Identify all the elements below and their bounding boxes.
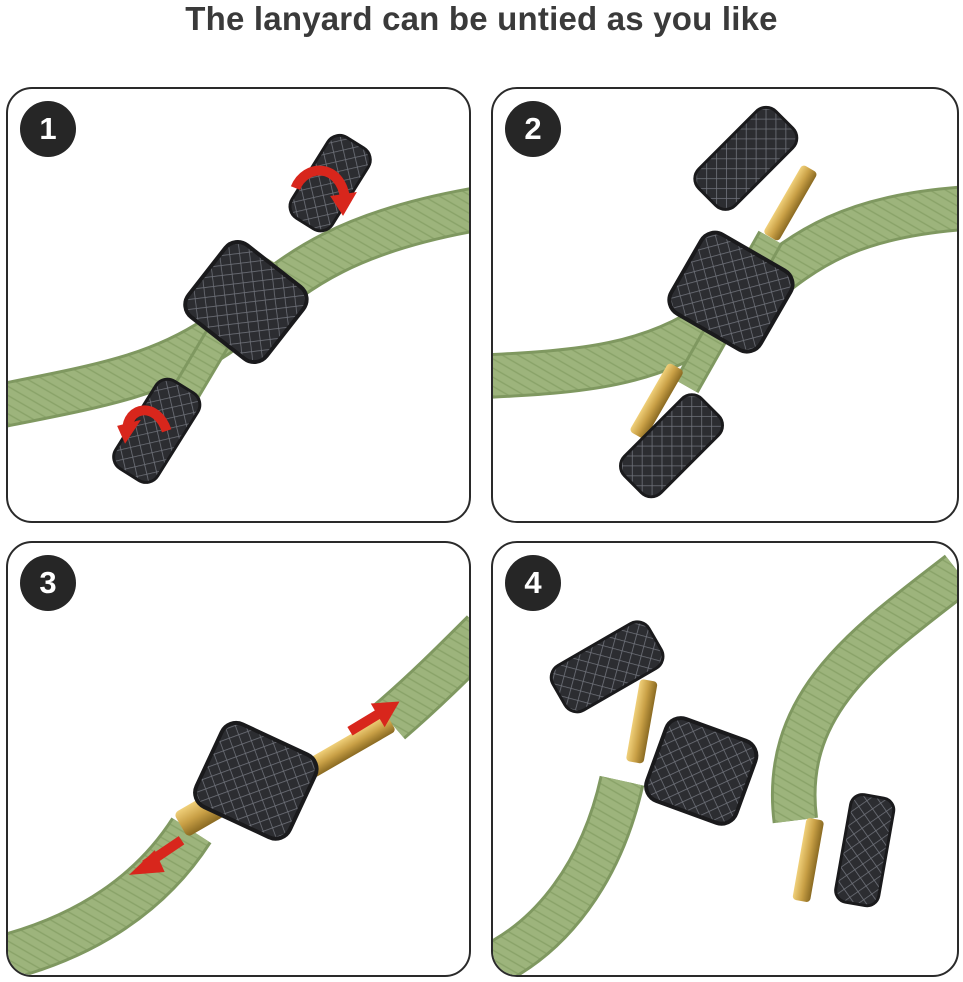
separated-parts-illustration	[493, 554, 957, 975]
step-panel-1: 1	[6, 87, 471, 523]
step-panel-4: 4	[491, 541, 959, 977]
page-title: The lanyard can be untied as you like	[185, 0, 778, 37]
remove-caps-illustration	[493, 105, 957, 499]
step-panel-3: 3	[6, 541, 471, 977]
step-number-badge: 4	[505, 555, 561, 611]
step-panel-2: 2	[491, 87, 959, 523]
step-number-badge: 1	[20, 101, 76, 157]
step-number-badge: 2	[505, 101, 561, 157]
twist-caps-illustration	[8, 133, 469, 484]
step-number-badge: 3	[20, 555, 76, 611]
pull-apart-illustration	[8, 615, 469, 975]
